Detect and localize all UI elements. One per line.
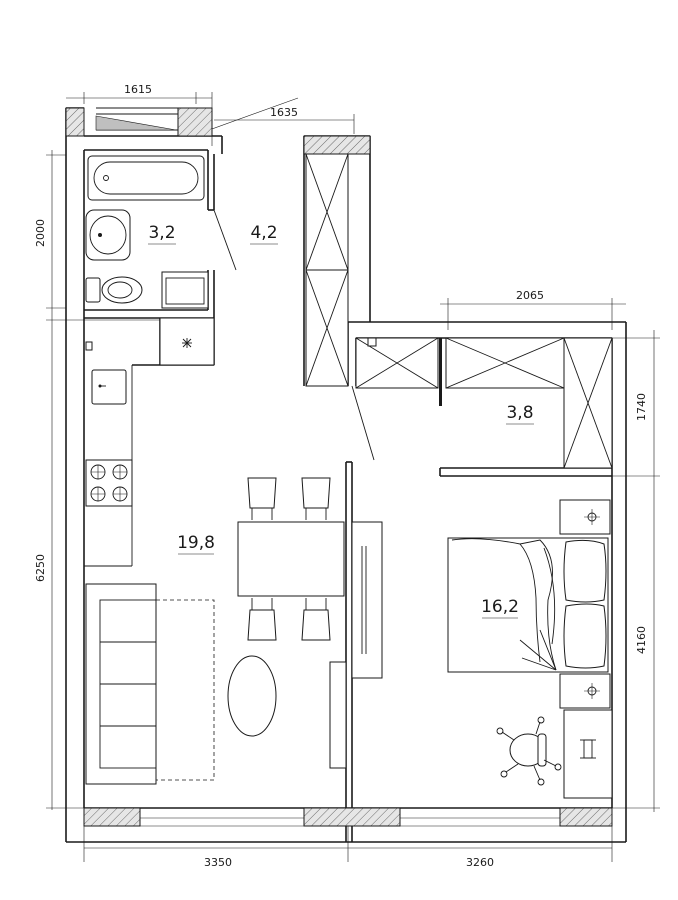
fridge — [159, 317, 215, 366]
bathroom-area-label: 3,2 — [148, 223, 175, 243]
dim-bath-width: 1615 — [124, 83, 152, 96]
bathroom-sink — [85, 209, 131, 261]
bed — [447, 537, 609, 673]
top-window — [95, 107, 178, 131]
walk-in-shelves — [355, 337, 613, 469]
dim-bedroom-height: 4160 — [635, 626, 648, 654]
dim-wardrobe-height: 1740 — [635, 393, 648, 421]
hall-area-label: 4,2 — [250, 223, 277, 243]
washing-machine — [161, 271, 209, 309]
stove — [85, 459, 133, 507]
room-labels: 3,2 4,2 3,8 19,8 16,2 — [148, 223, 534, 619]
dim-main-height: 6250 — [34, 554, 47, 582]
dim-wardrobe-width: 2065 — [516, 289, 544, 302]
bathtub — [87, 155, 205, 201]
dim-bath-height: 2000 — [34, 219, 47, 247]
coffee-table — [227, 655, 277, 737]
hatched-columns — [65, 107, 613, 827]
nightstands — [559, 499, 611, 709]
dining-chairs — [247, 477, 331, 641]
wardrobe-area-label: 3,8 — [506, 403, 533, 423]
living-area-label: 19,8 — [177, 533, 215, 553]
dim-right-width: 3260 — [466, 856, 494, 869]
desk — [563, 709, 613, 799]
hall-wardrobe — [305, 153, 349, 387]
toilet — [85, 276, 143, 304]
dim-hall-width: 1635 — [270, 106, 298, 119]
bath-door-swing — [213, 209, 237, 271]
entrance-door-swing — [351, 385, 375, 461]
dimension-lines — [46, 92, 660, 862]
kitchen-sink — [91, 369, 127, 405]
bottom-windows — [140, 817, 560, 827]
kitchen-outlet — [85, 341, 93, 351]
sofa — [85, 583, 215, 785]
bedroom-area-label: 16,2 — [481, 597, 519, 617]
tv-unit — [329, 521, 383, 769]
dining-table — [237, 521, 345, 597]
dim-left-width: 3350 — [204, 856, 232, 869]
desk-chair — [496, 716, 562, 786]
